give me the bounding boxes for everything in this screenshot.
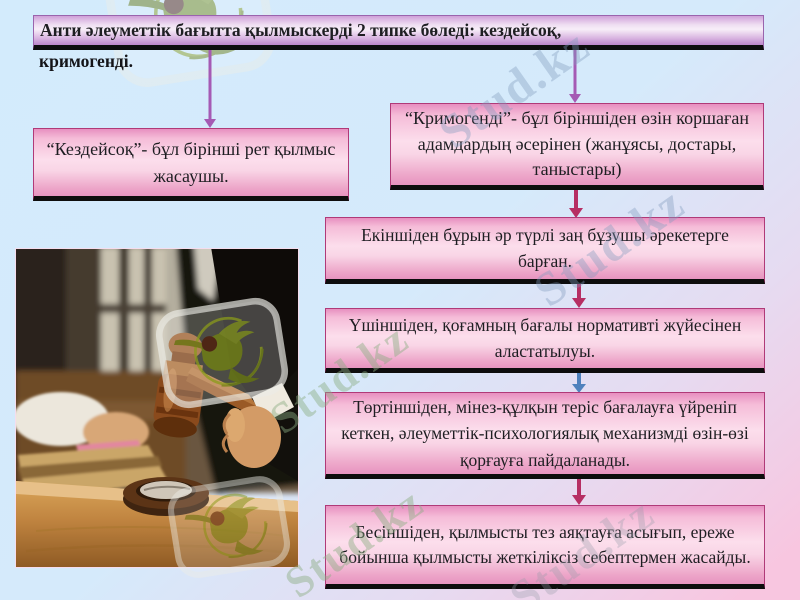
box-third-text: Үшіншіден, қоғамның бағалы нормативті жү… [348,315,742,361]
arrow-fourth-to-fifth [570,479,588,505]
box-krimogendi-text: “Кримогенді”- бұл біріншіден өзін коршағ… [405,108,749,180]
box-fifth: Бесіншіден, қылмысты тез аяқтауға асығып… [325,505,765,589]
box-kezdeisok: “Кездейсоқ”- бұл бірінші рет қылмыс жаса… [33,128,349,201]
box-fifth-text: Бесіншіден, қылмысты тез аяқтауға асығып… [339,521,751,567]
arrow-third-to-fourth [570,373,588,393]
box-fourth-text: Төртіншіден, мінез-құлқын теріс бағалауғ… [341,397,749,470]
box-second: Екіншіден бұрын әр түрлі заң бұзушы әрек… [325,217,765,284]
box-krimogendi: “Кримогенді”- бұл біріншіден өзін коршағ… [390,103,764,190]
box-kezdeisok-text: “Кездейсоқ”- бұл бірінші рет қылмыс жаса… [46,139,336,186]
box-fourth: Төртіншіден, мінез-құлқын теріс бағалауғ… [325,392,765,479]
title-line1: Анти әлеуметтік бағытта қылмыскерді 2 ти… [40,19,562,40]
arrow-title-to-kezdeisok [202,50,218,128]
courtroom-gavel-image [15,248,299,568]
arrow-second-to-third [570,284,588,308]
title-line2: кримогенді. [39,51,133,71]
title-box: Анти әлеуметтік бағытта қылмыскерді 2 ти… [33,15,764,50]
box-third: Үшіншіден, қоғамның бағалы нормативті жү… [325,308,765,373]
arrow-title-to-krimogendi [567,50,583,103]
box-second-text: Екіншіден бұрын әр түрлі заң бұзушы әрек… [361,225,729,271]
arrow-krimogendi-to-second [567,190,585,218]
